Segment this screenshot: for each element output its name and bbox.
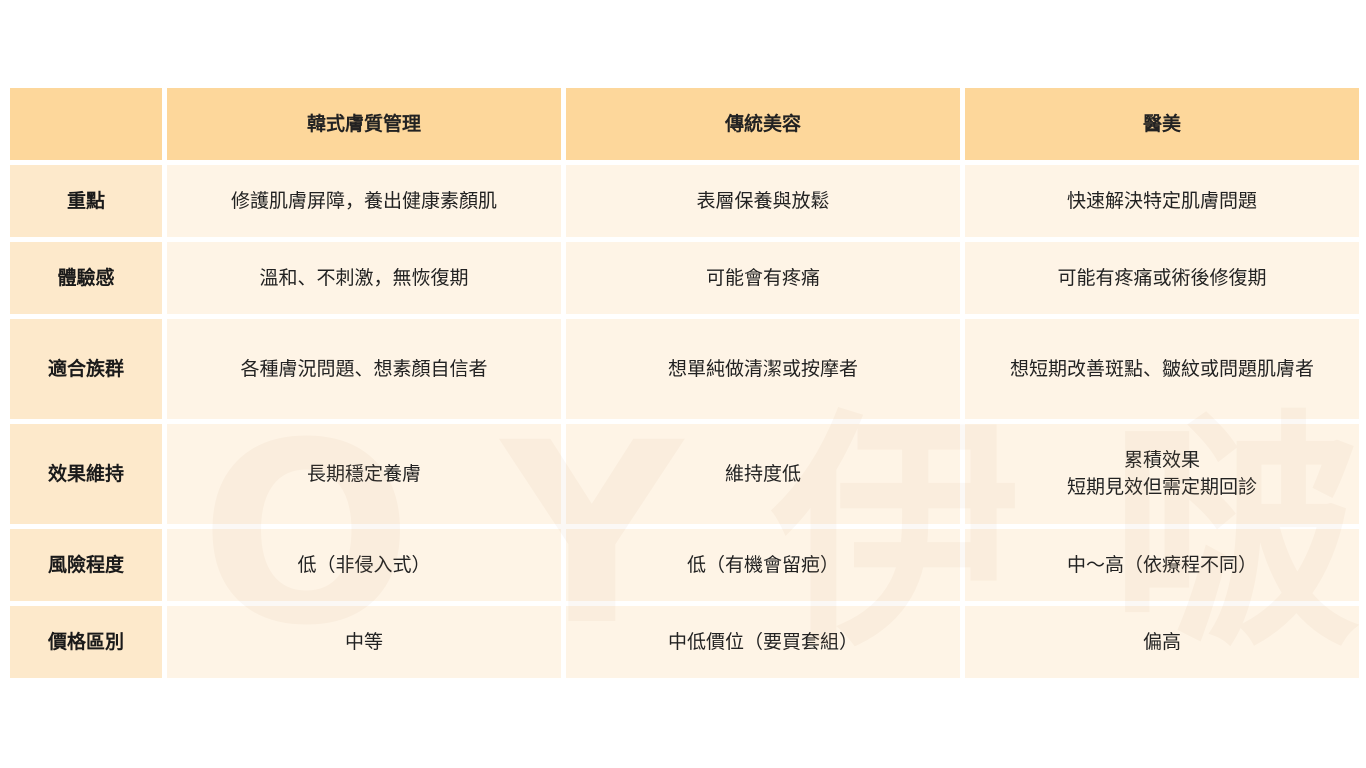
cell-text: 修護肌膚屏障，養出健康素顏肌 bbox=[230, 189, 497, 212]
table-cell: 修護肌膚屏障，養出健康素顏肌 bbox=[167, 165, 561, 237]
table-row-risk: 風險程度 低（非侵入式） 低（有機會留疤） 中～高（依療程不同） bbox=[10, 529, 1359, 601]
cell-text: 中等 bbox=[344, 630, 383, 653]
table-row-experience: 體驗感 溫和、不刺激，無恢復期 可能會有疼痛 可能有疼痛或術後修復期 bbox=[10, 242, 1359, 314]
cell-text: 溫和、不刺激，無恢復期 bbox=[259, 266, 469, 289]
table-cell: 各種膚況問題、想素顏自信者 bbox=[167, 319, 561, 419]
cell-text: 快速解決特定肌膚問題 bbox=[1066, 189, 1257, 212]
cell-text: 維持度低 bbox=[724, 462, 801, 485]
cell-text: 累積效果 bbox=[1123, 449, 1200, 471]
table-cell: 中低價位（要買套組） bbox=[566, 606, 960, 678]
table-cell: 想單純做清潔或按摩者 bbox=[566, 319, 960, 419]
row-label: 價格區別 bbox=[10, 606, 162, 678]
table-corner-cell bbox=[10, 88, 162, 160]
row-label: 效果維持 bbox=[10, 424, 162, 524]
cell-text: 低（非侵入式） bbox=[297, 553, 431, 576]
table-cell: 快速解決特定肌膚問題 bbox=[965, 165, 1359, 237]
row-label: 重點 bbox=[10, 165, 162, 237]
comparison-table: 韓式膚質管理 傳統美容 醫美 重點 修護肌膚屏障，養出健康素顏肌 表層保養與放鬆… bbox=[5, 83, 1364, 683]
cell-text: 長期穩定養膚 bbox=[306, 462, 421, 485]
cell-text: 想單純做清潔或按摩者 bbox=[667, 357, 858, 380]
table-header-row: 韓式膚質管理 傳統美容 醫美 bbox=[10, 88, 1359, 160]
table-cell: 偏高 bbox=[965, 606, 1359, 678]
cell-text: 可能會有疼痛 bbox=[705, 266, 820, 289]
table-cell: 維持度低 bbox=[566, 424, 960, 524]
cell-text: 中～高（依療程不同） bbox=[1066, 553, 1257, 576]
table-cell: 中等 bbox=[167, 606, 561, 678]
column-header-medical-aesthetics: 醫美 bbox=[965, 88, 1359, 160]
table-row-focus: 重點 修護肌膚屏障，養出健康素顏肌 表層保養與放鬆 快速解決特定肌膚問題 bbox=[10, 165, 1359, 237]
table-cell: 表層保養與放鬆 bbox=[566, 165, 960, 237]
row-label: 適合族群 bbox=[10, 319, 162, 419]
table-cell: 長期穩定養膚 bbox=[167, 424, 561, 524]
table-cell: 中～高（依療程不同） bbox=[965, 529, 1359, 601]
column-header-korean-skincare: 韓式膚質管理 bbox=[167, 88, 561, 160]
cell-text: 偏高 bbox=[1142, 630, 1181, 653]
table-row-audience: 適合族群 各種膚況問題、想素顏自信者 想單純做清潔或按摩者 想短期改善斑點、皺紋… bbox=[10, 319, 1359, 419]
cell-text: 可能有疼痛或術後修復期 bbox=[1057, 266, 1267, 289]
table-cell: 可能有疼痛或術後修復期 bbox=[965, 242, 1359, 314]
table-cell: 累積效果 短期見效但需定期回診 bbox=[965, 424, 1359, 524]
table-cell: 可能會有疼痛 bbox=[566, 242, 960, 314]
row-label: 風險程度 bbox=[10, 529, 162, 601]
table-cell: 想短期改善斑點、皺紋或問題肌膚者 bbox=[965, 319, 1359, 419]
table-row-effect-duration: 效果維持 長期穩定養膚 維持度低 累積效果 短期見效但需定期回診 bbox=[10, 424, 1359, 524]
table-cell: 低（有機會留疤） bbox=[566, 529, 960, 601]
table-row-price: 價格區別 中等 中低價位（要買套組） 偏高 bbox=[10, 606, 1359, 678]
cell-text: 短期見效但需定期回診 bbox=[1066, 476, 1257, 498]
cell-text: 想短期改善斑點、皺紋或問題肌膚者 bbox=[1009, 357, 1314, 380]
cell-text: 低（有機會留疤） bbox=[686, 553, 839, 576]
cell-text: 中低價位（要買套組） bbox=[667, 630, 858, 653]
column-header-traditional-beauty: 傳統美容 bbox=[566, 88, 960, 160]
cell-text: 表層保養與放鬆 bbox=[696, 189, 830, 212]
cell-text: 各種膚況問題、想素顏自信者 bbox=[240, 357, 488, 380]
table-cell: 低（非侵入式） bbox=[167, 529, 561, 601]
row-label: 體驗感 bbox=[10, 242, 162, 314]
table-cell: 溫和、不刺激，無恢復期 bbox=[167, 242, 561, 314]
